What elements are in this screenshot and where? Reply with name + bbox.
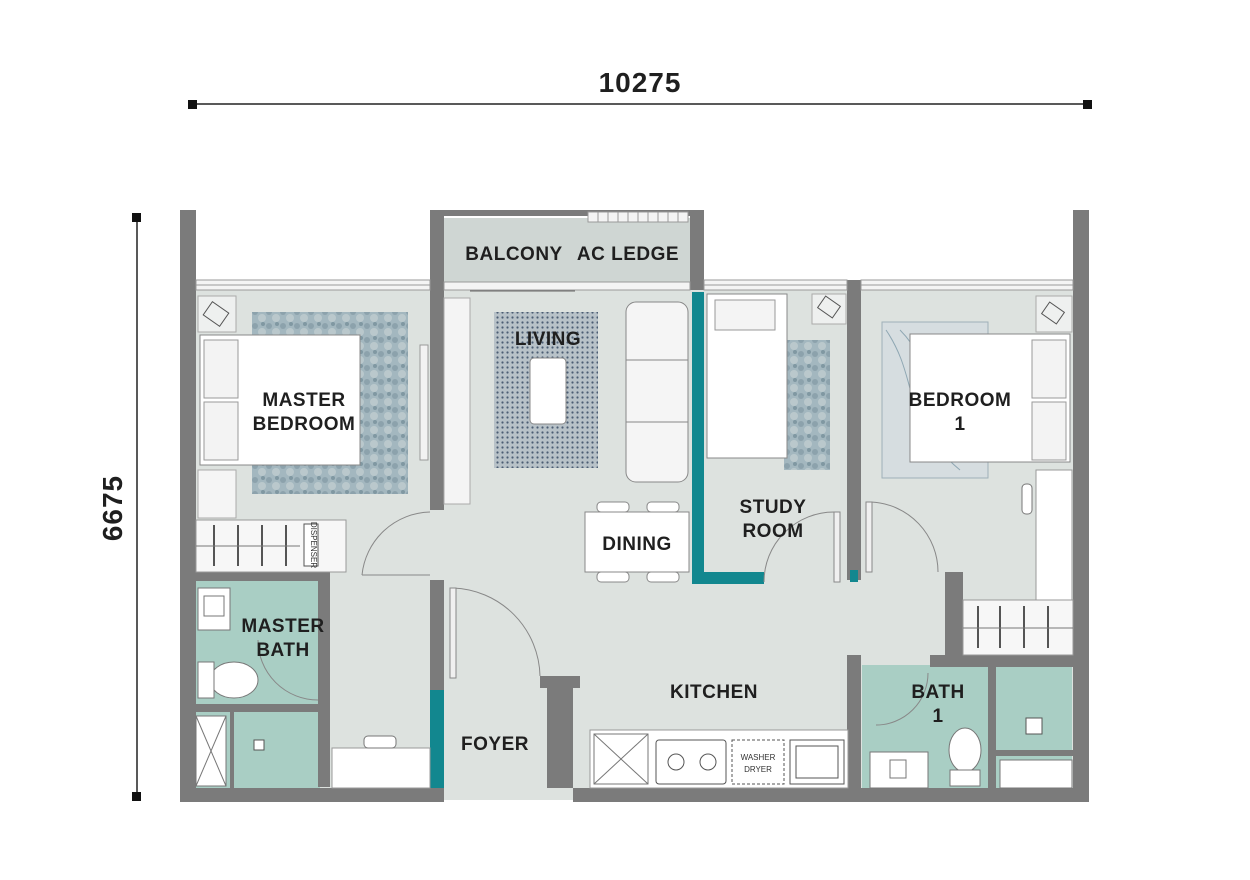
bath1-label-line1: BATH: [911, 682, 964, 703]
bedroom1-label-line1: BEDROOM: [909, 390, 1012, 411]
washer-label: WASHER: [741, 753, 776, 762]
study-furniture: [706, 293, 847, 583]
height-dimension: 6675: [97, 213, 141, 801]
foyer-label: FOYER: [461, 734, 529, 755]
master-bedroom-furniture: DISPENSER: [195, 295, 431, 576]
living-label: LIVING: [515, 329, 581, 350]
walls: [180, 210, 1089, 802]
kitchen-fixtures: WASHER DRYER: [449, 587, 849, 789]
study-label-line2: ROOM: [742, 521, 803, 542]
dryer-label: DRYER: [744, 765, 772, 774]
bedroom1-furniture: [865, 295, 1074, 656]
bath1-fixtures: [869, 672, 1073, 789]
accent-walls: [430, 292, 858, 788]
dispenser-label: DISPENSER: [309, 522, 318, 568]
master-bath-label-line2: BATH: [256, 640, 309, 661]
master-bath-label-line1: MASTER: [241, 616, 324, 637]
bedroom1-label-line2: 1: [954, 414, 965, 435]
balcony-floor: [440, 218, 698, 290]
master-bedroom-label-line1: MASTER: [262, 390, 345, 411]
balcony-label: BALCONY: [465, 244, 562, 265]
kitchen-label: KITCHEN: [670, 682, 758, 703]
windows: [195, 211, 1074, 291]
height-dimension-label: 6675: [97, 475, 128, 541]
width-dimension-label: 10275: [599, 67, 682, 98]
width-dimension: 10275: [188, 67, 1092, 109]
ac-ledge-label: AC LEDGE: [577, 244, 679, 265]
study-label-line1: STUDY: [740, 497, 807, 518]
living-furniture: [443, 290, 690, 583]
dining-label: DINING: [602, 534, 672, 555]
bath1-label-line2: 1: [932, 706, 943, 727]
master-bedroom-label-line2: BEDROOM: [253, 414, 356, 435]
master-bath-fixtures: [195, 587, 431, 789]
room-labels: BALCONY AC LEDGE LIVING MASTER BEDROOM B…: [241, 244, 1012, 755]
